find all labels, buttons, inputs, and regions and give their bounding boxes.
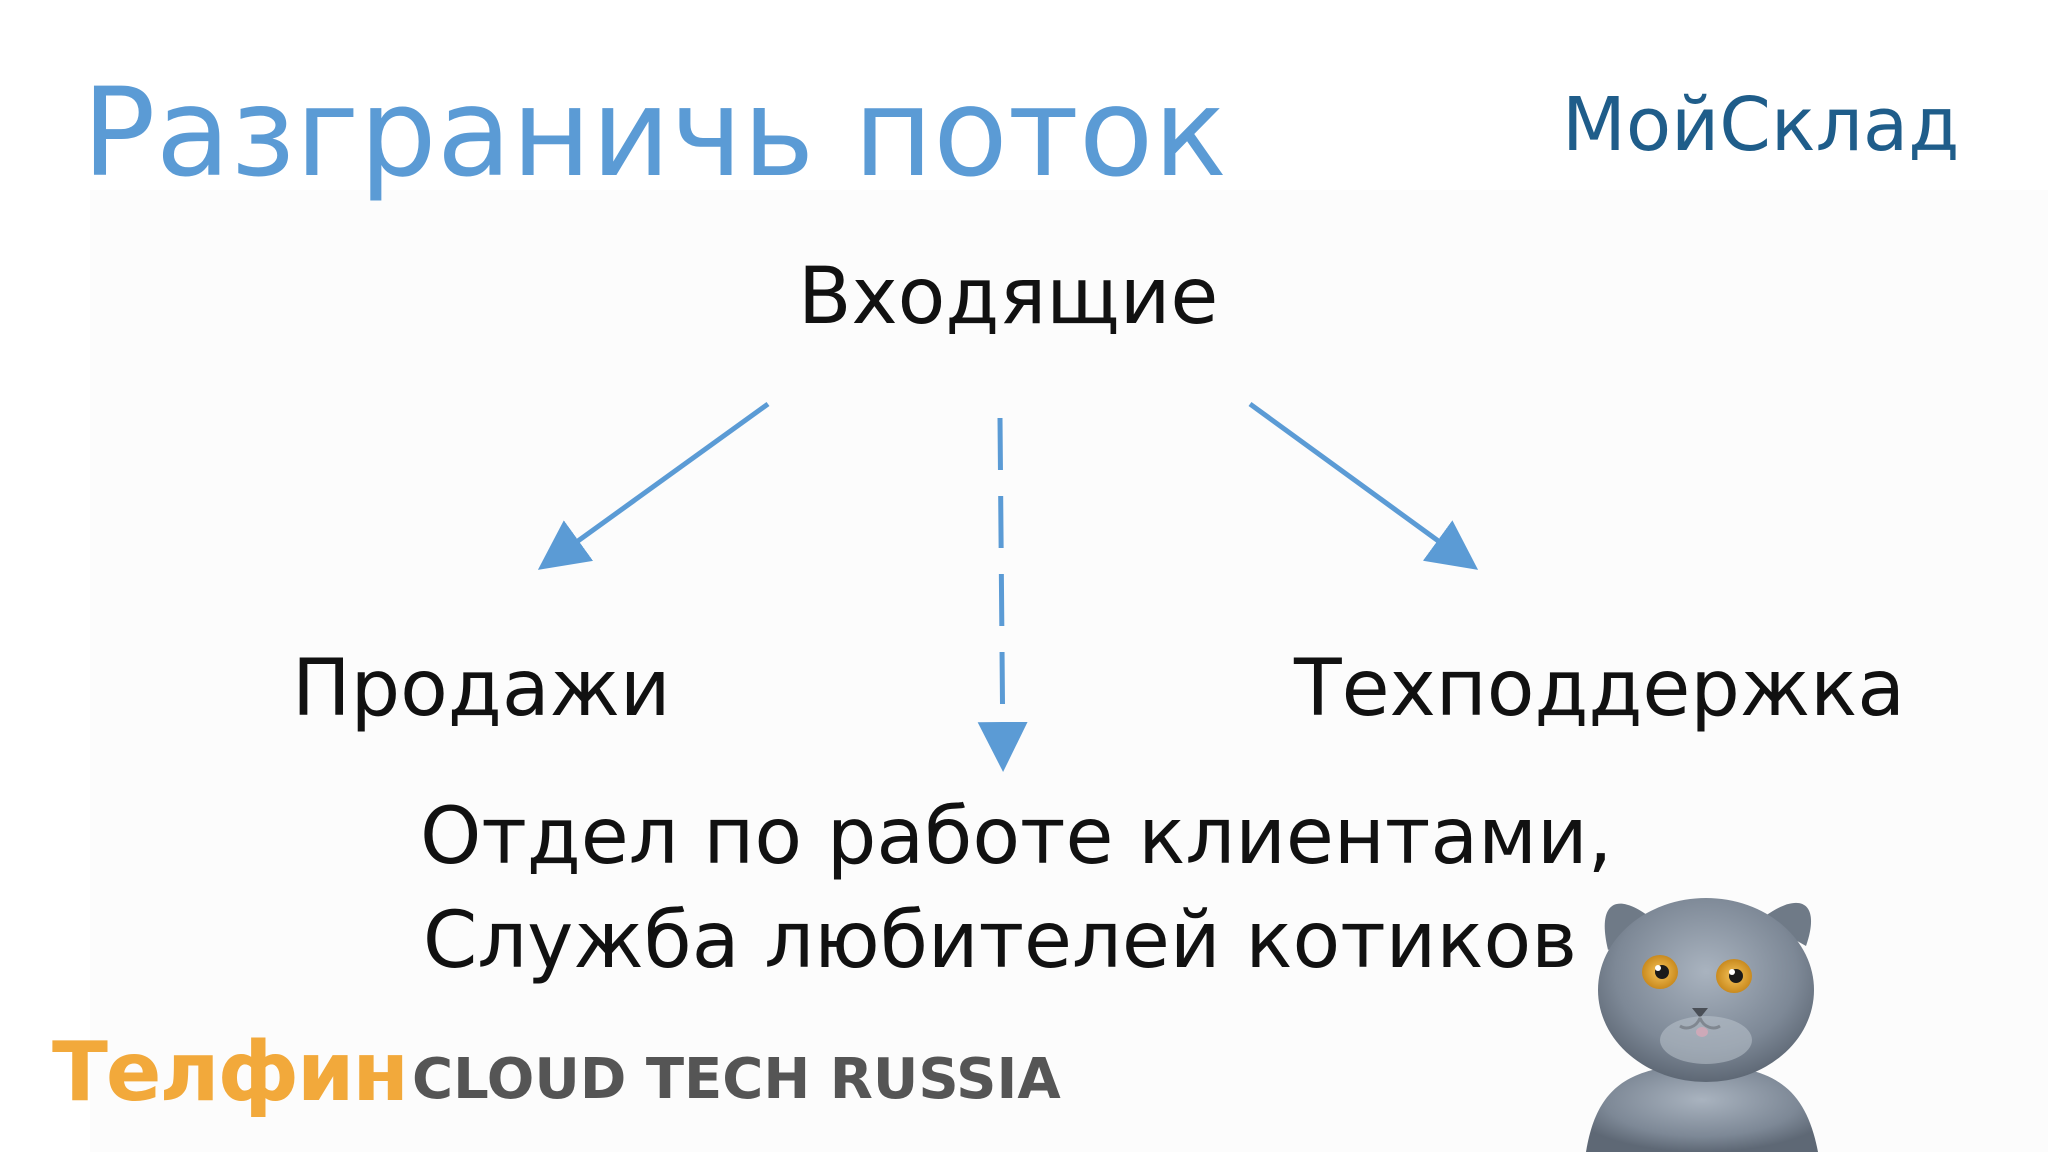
node-incoming: Входящие bbox=[798, 252, 1219, 342]
telfin-logo: Телфин bbox=[52, 1025, 409, 1120]
node-client-department: Отдел по работе клиентами, Служба любите… bbox=[420, 785, 1613, 993]
moysklad-logo: МойСклад bbox=[1562, 82, 1960, 168]
node-sales: Продажи bbox=[292, 644, 671, 734]
cat-ear-right bbox=[1760, 902, 1812, 946]
arrow-to-sales bbox=[537, 401, 770, 570]
cat-head bbox=[1598, 898, 1814, 1082]
node-client-line-1: Отдел по работе клиентами, bbox=[420, 792, 1613, 882]
arrow-to-support bbox=[1248, 401, 1479, 570]
slide-title: Разграничь поток bbox=[82, 62, 1228, 204]
arrow-to-client-dept bbox=[977, 417, 1028, 772]
cat-image bbox=[1586, 898, 1818, 1152]
event-name: CLOUD TECH RUSSIA bbox=[412, 1047, 1061, 1112]
node-client-line-2: Служба любителей котиков bbox=[422, 896, 1578, 986]
cat-body bbox=[1586, 1065, 1818, 1152]
node-support: Техподдержка bbox=[1294, 644, 1906, 734]
cat-nose bbox=[1692, 1008, 1708, 1018]
